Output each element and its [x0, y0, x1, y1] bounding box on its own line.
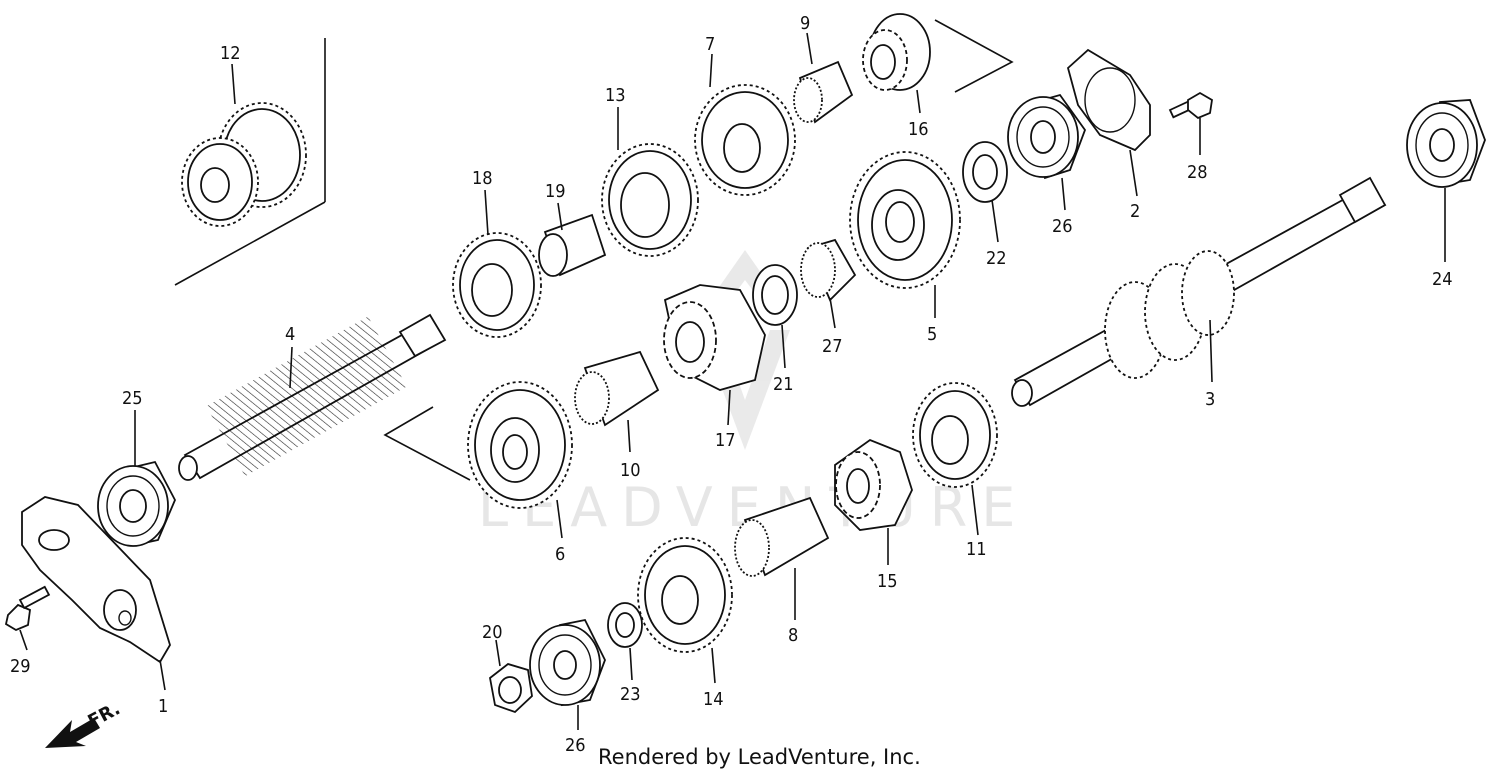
callout-5: 5: [927, 324, 937, 345]
part-6-gear: [467, 381, 573, 509]
callout-14: 14: [703, 689, 724, 710]
callout-3: 3: [1205, 389, 1215, 410]
callout-10: 10: [620, 460, 641, 481]
front-direction-arrow-icon: [45, 718, 100, 748]
callout-22: 22: [986, 248, 1007, 269]
callout-20: 20: [482, 622, 503, 643]
callout-19: 19: [545, 181, 566, 202]
callout-numbers: 1 2 3 4 5 6 7 8 9 10 11 12 13 14 15 16 1…: [10, 13, 1453, 756]
part-15-shifter: [834, 438, 913, 531]
part-18-gear: [452, 232, 542, 338]
part-14-gear: [637, 537, 733, 653]
callout-leader-lines: [19, 32, 1446, 730]
callout-18: 18: [472, 168, 493, 189]
part-24-bearing: [1406, 99, 1486, 188]
part-10-bushing: [574, 350, 660, 427]
part-16-shifter: [862, 13, 931, 91]
callout-4: 4: [285, 324, 295, 345]
callout-12: 12: [220, 43, 241, 64]
callout-15: 15: [877, 571, 898, 592]
part-12-cluster-gear: [181, 102, 307, 227]
callout-26-bottom: 26: [565, 735, 586, 756]
part-4-shaft: [178, 313, 447, 481]
callout-25: 25: [122, 388, 143, 409]
part-7-gear: [694, 84, 796, 196]
part-29-bolt: [4, 585, 51, 632]
part-3-countershaft: [1011, 176, 1387, 407]
part-26-bearing-bottom: [529, 618, 606, 707]
part-21-washer: [752, 264, 798, 326]
part-26-bearing-top: [1007, 93, 1087, 180]
callout-21: 21: [773, 374, 794, 395]
part-2-plate: [1066, 48, 1151, 152]
part-6-bracket: [383, 406, 471, 481]
part-5-gear: [849, 151, 961, 289]
callout-13: 13: [605, 85, 626, 106]
callout-2: 2: [1130, 201, 1140, 222]
part-22-washer: [962, 141, 1008, 203]
part-17-shifter: [663, 284, 766, 391]
part-13-gear: [601, 143, 699, 257]
callout-17: 17: [715, 430, 736, 451]
part-25-bearing: [97, 460, 176, 547]
part-27-needle-bearing: [800, 238, 857, 302]
callout-6: 6: [555, 544, 565, 565]
callout-27: 27: [822, 336, 843, 357]
part-16-bracket: [934, 19, 1014, 93]
subassembly-bracket: [174, 38, 326, 286]
callout-16: 16: [908, 119, 929, 140]
part-28-bolt: [1168, 91, 1213, 120]
callout-23: 23: [620, 684, 641, 705]
part-9-bushing: [793, 60, 854, 124]
callout-29: 29: [10, 656, 31, 677]
callout-28: 28: [1187, 162, 1208, 183]
callout-9: 9: [800, 13, 810, 34]
part-1-cover: [21, 496, 171, 664]
part-23-washer: [607, 602, 643, 648]
callout-26-top: 26: [1052, 216, 1073, 237]
part-8-bushing: [734, 496, 830, 577]
part-20-nut: [489, 663, 533, 714]
callout-8: 8: [788, 625, 798, 646]
part-11-gear: [912, 382, 998, 488]
callout-1: 1: [158, 696, 168, 717]
callout-24: 24: [1432, 269, 1453, 290]
callout-11: 11: [966, 539, 987, 560]
part-19-collar: [538, 213, 607, 277]
render-credit: Rendered by LeadVenture, Inc.: [598, 745, 921, 769]
callout-7: 7: [705, 34, 715, 55]
